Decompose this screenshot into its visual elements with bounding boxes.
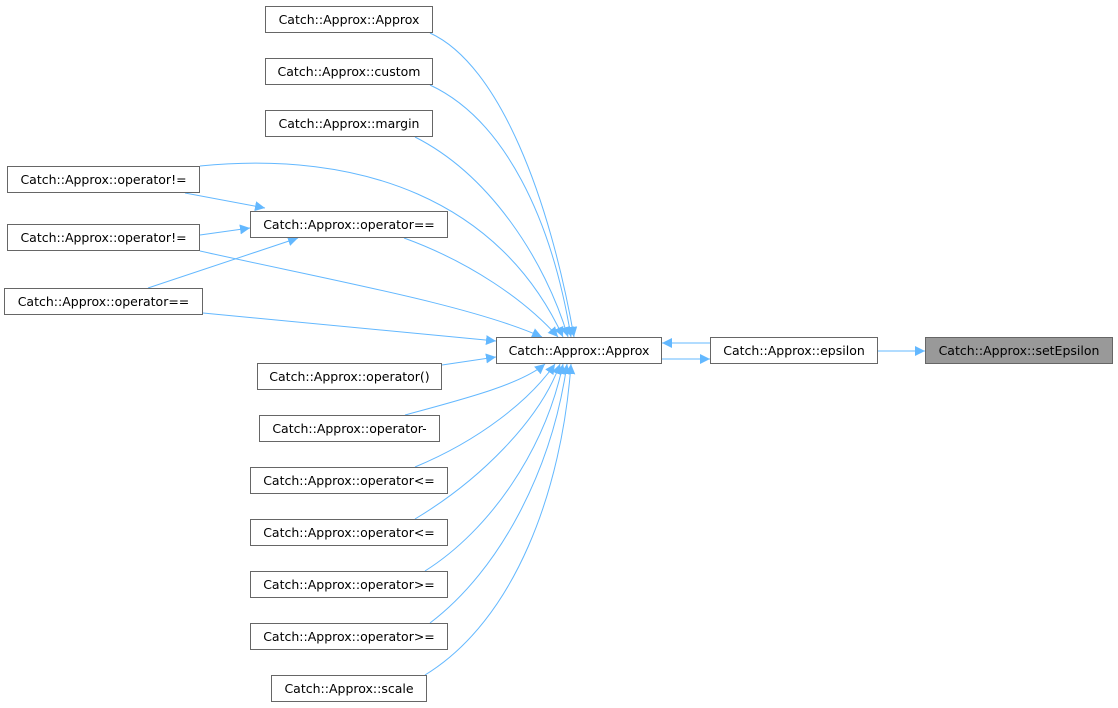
- edge-op-ne-2-to-approx-approx-center: [199, 250, 543, 338]
- edge-op-call-to-approx-approx-center: [441, 353, 497, 366]
- edge-op-ne-2-to-op-eq-mid: [199, 224, 251, 236]
- node-approx-epsilon[interactable]: Catch::Approx::epsilon: [710, 337, 878, 364]
- node-approx-custom[interactable]: Catch::Approx::custom: [265, 58, 433, 85]
- node-operator-ne-2[interactable]: Catch::Approx::operator!=: [7, 224, 200, 251]
- node-operator-eq-mid[interactable]: Catch::Approx::operator==: [250, 211, 448, 238]
- edge-op-eq-left-to-approx-approx-center: [202, 312, 497, 346]
- edge-op-ge-2-to-approx-approx-center: [429, 363, 571, 624]
- node-operator-minus[interactable]: Catch::Approx::operator-: [259, 415, 440, 442]
- node-approx-scale[interactable]: Catch::Approx::scale: [271, 675, 427, 702]
- edge-approx-scale-to-approx-approx-center: [424, 363, 576, 676]
- edge-op-ne-1-to-op-eq-mid: [184, 192, 266, 212]
- node-approx-approx-top[interactable]: Catch::Approx::Approx: [265, 6, 433, 33]
- node-approx-approx-center[interactable]: Catch::Approx::Approx: [496, 337, 662, 364]
- edge-op-le-2-to-approx-approx-center: [414, 363, 562, 520]
- edge-op-eq-left-to-op-eq-mid: [147, 236, 299, 289]
- node-operator-ge-2[interactable]: Catch::Approx::operator>=: [250, 623, 448, 650]
- edge-approx-approx-top-to-approx-approx-center: [429, 32, 578, 338]
- node-operator-eq-left[interactable]: Catch::Approx::operator==: [4, 288, 203, 315]
- edge-approx-margin-to-approx-approx-center: [414, 136, 570, 338]
- node-operator-ge-1[interactable]: Catch::Approx::operator>=: [250, 571, 448, 598]
- edge-op-ge-1-to-approx-approx-center: [424, 363, 566, 572]
- edge-op-ne-1-to-approx-approx-center: [199, 162, 564, 338]
- edge-op-minus-to-approx-approx-center: [404, 363, 546, 416]
- node-operator-ne-1[interactable]: Catch::Approx::operator!=: [7, 166, 200, 193]
- edge-op-le-1-to-approx-approx-center: [414, 363, 556, 468]
- edge-op-eq-mid-to-approx-approx-center: [403, 237, 559, 338]
- node-operator-le-1[interactable]: Catch::Approx::operator<=: [250, 467, 448, 494]
- node-approx-setepsilon: Catch::Approx::setEpsilon: [925, 337, 1113, 364]
- node-approx-margin[interactable]: Catch::Approx::margin: [265, 110, 433, 137]
- node-operator-call[interactable]: Catch::Approx::operator(): [257, 363, 442, 390]
- node-operator-le-2[interactable]: Catch::Approx::operator<=: [250, 519, 448, 546]
- edge-approx-custom-to-approx-approx-center: [429, 84, 575, 338]
